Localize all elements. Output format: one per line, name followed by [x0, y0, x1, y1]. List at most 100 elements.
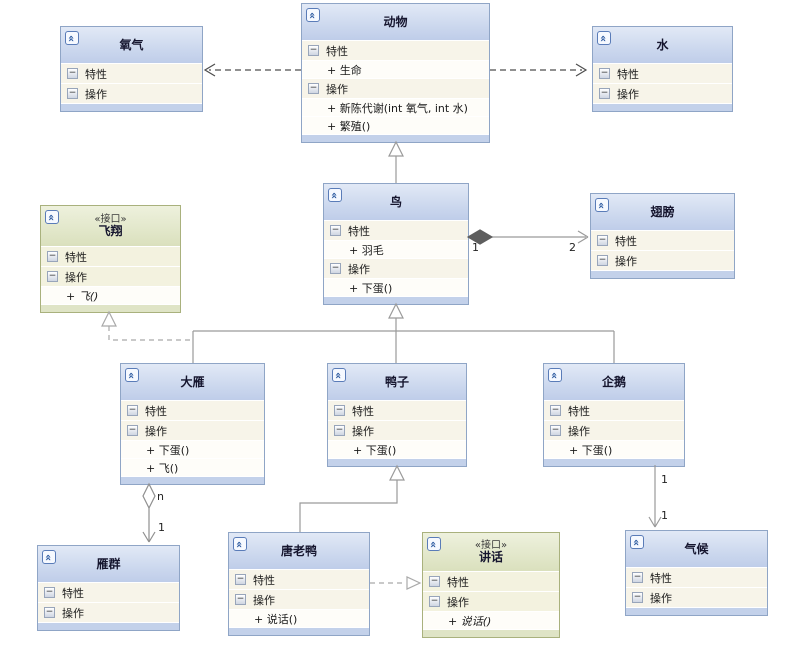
- operations-section[interactable]: −操作: [121, 420, 264, 440]
- association-penguin-climate[interactable]: [648, 465, 662, 528]
- collapse-chevron-icon[interactable]: «: [65, 31, 79, 45]
- collapse-minus-icon[interactable]: −: [330, 263, 341, 274]
- multiplicity-wing-side: 2: [569, 241, 576, 254]
- class-animal[interactable]: « 动物 −特性 + 生命 −操作 + 新陈代谢(int 氧气, int 水) …: [301, 3, 490, 143]
- class-penguin[interactable]: « 企鹅 −特性 −操作 + 下蛋(): [543, 363, 685, 467]
- attributes-section[interactable]: −特性: [229, 569, 369, 589]
- collapse-minus-icon[interactable]: −: [47, 271, 58, 282]
- collapse-chevron-icon[interactable]: «: [328, 188, 342, 202]
- collapse-minus-icon[interactable]: −: [127, 425, 138, 436]
- collapse-minus-icon[interactable]: −: [67, 68, 78, 79]
- collapse-minus-icon[interactable]: −: [597, 235, 608, 246]
- attributes-section[interactable]: −特性: [626, 567, 767, 587]
- collapse-chevron-icon[interactable]: «: [306, 8, 320, 22]
- class-title: 鸟: [389, 194, 402, 209]
- collapse-minus-icon[interactable]: −: [550, 405, 561, 416]
- dependency-animal-water[interactable]: [490, 63, 588, 77]
- collapse-minus-icon[interactable]: −: [597, 255, 608, 266]
- generalization-donald-duck[interactable]: [299, 464, 405, 532]
- collapse-minus-icon[interactable]: −: [308, 45, 319, 56]
- attributes-section[interactable]: −特性: [41, 246, 180, 266]
- collapse-chevron-icon[interactable]: «: [45, 210, 59, 224]
- attributes-section[interactable]: −特性: [61, 63, 202, 83]
- operations-section[interactable]: −操作: [626, 587, 767, 607]
- attributes-section[interactable]: −特性: [423, 571, 559, 591]
- collapse-minus-icon[interactable]: −: [330, 225, 341, 236]
- collapse-chevron-icon[interactable]: «: [597, 31, 611, 45]
- class-climate[interactable]: « 气候 −特性 −操作: [625, 530, 768, 616]
- class-bird[interactable]: « 鸟 −特性 + 羽毛 −操作 + 下蛋(): [323, 183, 469, 305]
- collapse-chevron-icon[interactable]: «: [427, 537, 441, 551]
- class-duck[interactable]: « 鸭子 −特性 −操作 + 下蛋(): [327, 363, 467, 467]
- attribute-item: + 羽毛: [324, 240, 468, 258]
- operations-section[interactable]: −操作: [328, 420, 466, 440]
- attributes-section[interactable]: −特性: [121, 400, 264, 420]
- class-flock[interactable]: « 雁群 −特性 −操作: [37, 545, 180, 631]
- generalization-tree-bird[interactable]: [192, 302, 615, 363]
- collapse-minus-icon[interactable]: −: [44, 587, 55, 598]
- collapse-minus-icon[interactable]: −: [235, 594, 246, 605]
- attributes-section[interactable]: −特性: [324, 220, 468, 240]
- multiplicity-goose-side: n: [157, 490, 164, 503]
- collapse-chevron-icon[interactable]: «: [332, 368, 346, 382]
- attributes-section[interactable]: −特性: [328, 400, 466, 420]
- section-label: 特性: [348, 224, 370, 238]
- operations-section[interactable]: −操作: [41, 266, 180, 286]
- collapse-minus-icon[interactable]: −: [127, 405, 138, 416]
- class-wing[interactable]: « 翅膀 −特性 −操作: [590, 193, 735, 279]
- class-footer: [544, 458, 684, 466]
- collapse-minus-icon[interactable]: −: [429, 596, 440, 607]
- collapse-minus-icon[interactable]: −: [632, 592, 643, 603]
- class-title: 鸭子: [384, 374, 409, 389]
- class-oxygen[interactable]: « 氧气 −特性 −操作: [60, 26, 203, 112]
- operations-section[interactable]: −操作: [423, 591, 559, 611]
- class-wildgoose[interactable]: « 大雁 −特性 −操作 + 下蛋() + 飞(): [120, 363, 265, 485]
- collapse-minus-icon[interactable]: −: [550, 425, 561, 436]
- collapse-chevron-icon[interactable]: «: [125, 368, 139, 382]
- collapse-chevron-icon[interactable]: «: [595, 198, 609, 212]
- collapse-chevron-icon[interactable]: «: [233, 537, 247, 551]
- section-label: 特性: [615, 234, 637, 248]
- class-title: 企鹅: [601, 374, 626, 389]
- class-water[interactable]: « 水 −特性 −操作: [592, 26, 733, 112]
- class-donald-duck[interactable]: « 唐老鸭 −特性 −操作 + 说话(): [228, 532, 370, 636]
- generalization-bird-animal[interactable]: [388, 140, 404, 183]
- attributes-section[interactable]: −特性: [38, 582, 179, 602]
- dependency-animal-oxygen[interactable]: [203, 63, 301, 77]
- attributes-section[interactable]: −特性: [544, 400, 684, 420]
- attributes-section[interactable]: −特性: [591, 230, 734, 250]
- collapse-chevron-icon[interactable]: «: [630, 535, 644, 549]
- collapse-minus-icon[interactable]: −: [44, 607, 55, 618]
- operations-section[interactable]: −操作: [302, 78, 489, 98]
- operations-section[interactable]: −操作: [544, 420, 684, 440]
- realization-donald-speak[interactable]: [370, 576, 422, 590]
- class-footer: [324, 296, 468, 304]
- class-footer: [328, 458, 466, 466]
- class-title: 翅膀: [650, 204, 675, 219]
- collapse-chevron-icon[interactable]: «: [42, 550, 56, 564]
- operations-section[interactable]: −操作: [38, 602, 179, 622]
- collapse-minus-icon[interactable]: −: [334, 405, 345, 416]
- attributes-section[interactable]: −特性: [593, 63, 732, 83]
- collapse-minus-icon[interactable]: −: [47, 251, 58, 262]
- collapse-minus-icon[interactable]: −: [235, 574, 246, 585]
- interface-fly[interactable]: « «接口» 飞翔 −特性 −操作 + 飞(): [40, 205, 181, 313]
- collapse-minus-icon[interactable]: −: [599, 88, 610, 99]
- attributes-section[interactable]: −特性: [302, 40, 489, 60]
- operations-section[interactable]: −操作: [61, 83, 202, 103]
- collapse-minus-icon[interactable]: −: [429, 576, 440, 587]
- aggregation-wildgoose-flock[interactable]: [142, 482, 156, 543]
- operations-section[interactable]: −操作: [324, 258, 468, 278]
- collapse-minus-icon[interactable]: −: [334, 425, 345, 436]
- collapse-minus-icon[interactable]: −: [67, 88, 78, 99]
- operations-section[interactable]: −操作: [591, 250, 734, 270]
- class-header: « 唐老鸭: [229, 533, 369, 569]
- collapse-minus-icon[interactable]: −: [632, 572, 643, 583]
- collapse-chevron-icon[interactable]: «: [548, 368, 562, 382]
- collapse-minus-icon[interactable]: −: [599, 68, 610, 79]
- realization-wildgoose-fly[interactable]: [101, 310, 193, 341]
- operations-section[interactable]: −操作: [229, 589, 369, 609]
- interface-speak[interactable]: « «接口» 讲话 −特性 −操作 + 说话(): [422, 532, 560, 638]
- collapse-minus-icon[interactable]: −: [308, 83, 319, 94]
- operations-section[interactable]: −操作: [593, 83, 732, 103]
